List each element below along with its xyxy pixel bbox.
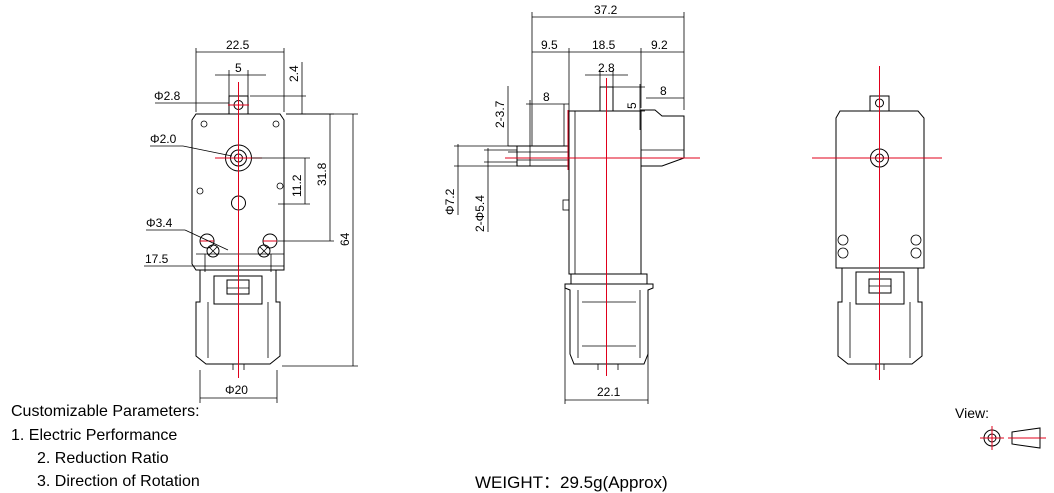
dim-side-shaft-dia: 2.8 <box>598 61 615 75</box>
dim-side-right: 9.2 <box>651 38 668 52</box>
dim-side-shaft-flat: 5 <box>625 102 639 109</box>
side-output-shaft <box>516 145 570 167</box>
note-item-2: 2. Reduction Ratio <box>37 450 169 467</box>
dim-shaft-length: 8 <box>543 90 550 104</box>
view-label: View: <box>955 405 989 421</box>
dim-total-height: 64 <box>338 232 352 246</box>
rear-view <box>812 66 942 380</box>
dim-clip-length: 8 <box>660 84 667 98</box>
projection-symbol <box>980 426 1046 450</box>
dim-boss-offset: 11.2 <box>290 174 304 197</box>
rear-motor-body <box>837 267 923 365</box>
notes-heading: Customizable Parameters: <box>11 403 200 420</box>
front-screw-ml <box>196 187 204 195</box>
dim-top-offset: 2.4 <box>287 65 301 82</box>
dim-motor-dia: Φ20 <box>225 383 248 397</box>
dim-hole-spacing: 17.5 <box>145 252 169 266</box>
side-right-clip <box>640 109 685 167</box>
dim-front-width: 22.5 <box>226 38 250 52</box>
front-motor-body <box>195 269 281 365</box>
front-screw-mr <box>276 182 284 190</box>
side-view: 37.2 9.5 18.5 9.2 2.8 8 5 8 2-3.7 <box>443 3 700 404</box>
dim-shaft-inner: 2-Φ5.4 <box>473 195 487 232</box>
dim-side-left: 9.5 <box>541 38 558 52</box>
side-gearbox-body <box>568 110 642 275</box>
dim-motor-width: 22.1 <box>597 385 621 399</box>
dim-shaft-outer: Φ7.2 <box>443 188 457 215</box>
front-screw-tr <box>272 120 280 128</box>
dim-side-mid: 18.5 <box>592 38 616 52</box>
dim-hole-dia: Φ3.4 <box>146 216 173 230</box>
side-motor-body <box>564 283 654 365</box>
dim-mount-height: 31.8 <box>315 162 329 186</box>
dim-shaft-flat: 5 <box>235 61 242 75</box>
dim-shaft-dia: Φ2.8 <box>154 89 181 103</box>
note-item-1: 1. Electric Performance <box>11 427 178 444</box>
weight-label: WEIGHT：29.5g(Approx) <box>475 473 668 492</box>
front-screw-tl <box>200 120 208 128</box>
front-view: 22.5 5 2.4 Φ2.8 Φ2.0 11.2 31.8 64 <box>144 38 358 403</box>
dim-boss-dia: Φ2.0 <box>150 132 177 146</box>
dim-side-total: 37.2 <box>594 3 618 17</box>
note-item-3: 3. Direction of Rotation <box>37 473 200 490</box>
dim-flat-range: 2-3.7 <box>493 100 507 128</box>
rear-gearbox-body <box>835 110 925 269</box>
